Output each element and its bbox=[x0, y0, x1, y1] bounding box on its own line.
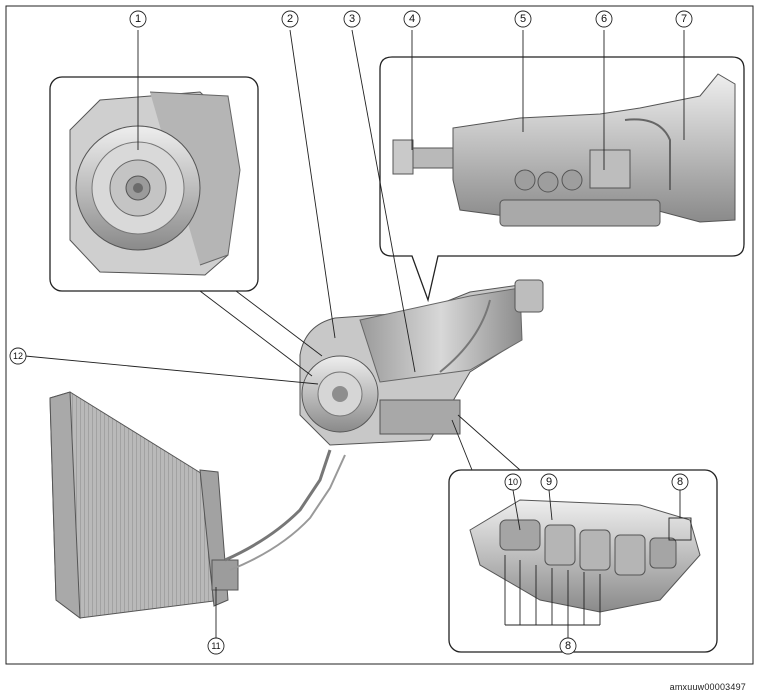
transmission-side-illustration bbox=[392, 73, 736, 227]
svg-text:5: 5 bbox=[520, 13, 526, 25]
svg-text:12: 12 bbox=[13, 351, 23, 361]
svg-text:9: 9 bbox=[546, 476, 552, 488]
svg-text:8: 8 bbox=[677, 476, 683, 488]
figure-id: amxuuw00003497 bbox=[669, 682, 746, 692]
callout-4: 4 bbox=[403, 10, 421, 28]
transmission-assembly bbox=[24, 29, 544, 446]
svg-text:10: 10 bbox=[508, 477, 518, 487]
svg-text:1: 1 bbox=[135, 13, 141, 25]
valve-body-illustration bbox=[469, 499, 701, 613]
callout-8-bottom: 8 bbox=[559, 637, 577, 655]
svg-text:3: 3 bbox=[349, 13, 355, 25]
inset-torque-converter bbox=[49, 30, 259, 292]
callout-2: 2 bbox=[281, 10, 299, 28]
svg-text:4: 4 bbox=[409, 13, 415, 25]
oil-cooler-radiator bbox=[49, 391, 346, 640]
callout-5: 5 bbox=[514, 10, 532, 28]
callout-12: 12 bbox=[9, 347, 27, 365]
svg-text:8: 8 bbox=[565, 640, 571, 652]
callout-7: 7 bbox=[675, 10, 693, 28]
svg-text:7: 7 bbox=[681, 13, 687, 25]
inset-valve-body bbox=[448, 414, 718, 653]
torque-converter-illustration bbox=[69, 91, 241, 276]
outer-frame bbox=[5, 5, 754, 665]
callout-8-top: 8 bbox=[671, 473, 689, 491]
callout-1: 1 bbox=[129, 10, 147, 28]
svg-text:2: 2 bbox=[287, 13, 293, 25]
callout-11: 11 bbox=[207, 637, 225, 655]
callout-9: 9 bbox=[540, 473, 558, 491]
callout-10: 10 bbox=[504, 473, 522, 491]
callout-6: 6 bbox=[595, 10, 613, 28]
inset-transmission-side bbox=[379, 30, 745, 303]
callout-3: 3 bbox=[343, 10, 361, 28]
svg-text:6: 6 bbox=[601, 13, 607, 25]
svg-text:11: 11 bbox=[211, 641, 220, 651]
